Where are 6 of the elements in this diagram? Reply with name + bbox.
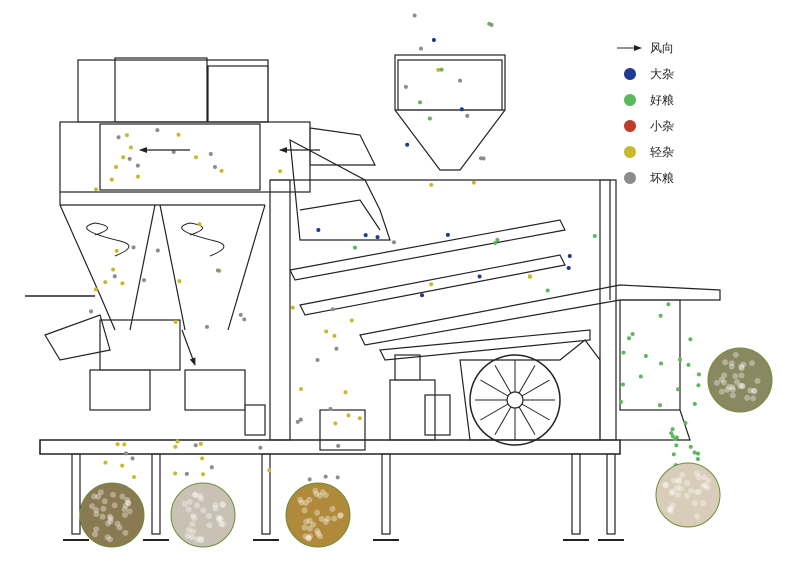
legend-label: 坏粮 bbox=[650, 171, 674, 185]
legend-label: 大杂 bbox=[650, 67, 674, 81]
legend-label: 小杂 bbox=[650, 119, 674, 133]
legend-label: 轻杂 bbox=[650, 145, 674, 159]
legend-label: 好粮 bbox=[650, 93, 674, 107]
legend-label: 风向 bbox=[650, 41, 674, 55]
